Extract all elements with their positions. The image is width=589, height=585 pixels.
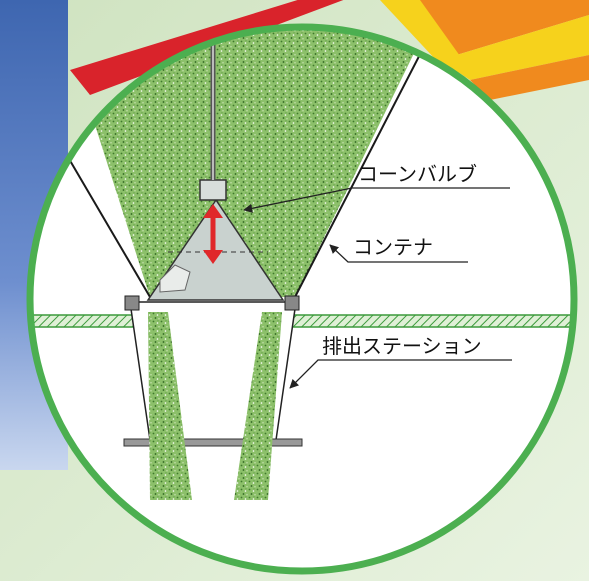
label-cone-valve: コーンバルブ [358, 162, 477, 186]
label-discharge-station: 排出ステーション [322, 334, 482, 358]
label-container: コンテナ [353, 235, 433, 259]
